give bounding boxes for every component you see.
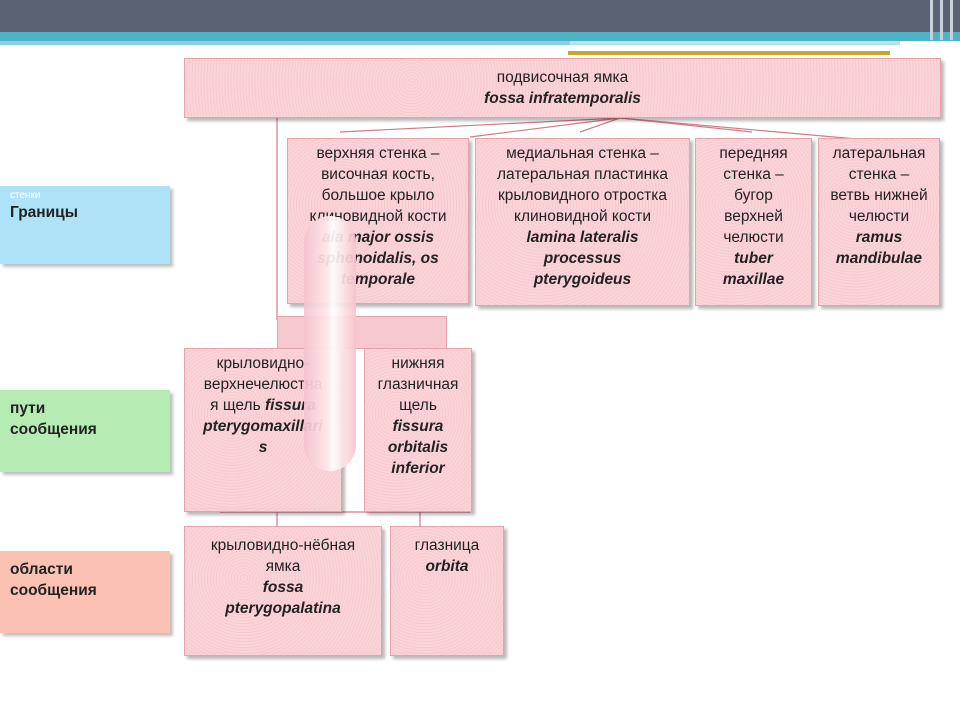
passage-2-lat: inferior [391, 460, 445, 477]
wall-medial-ru: медиальная стенка – [506, 145, 659, 162]
wall-medial-lat: processus [543, 250, 622, 267]
wall-medial-ru: латеральная пластинка [497, 166, 668, 183]
passage-1-lat: fissura [264, 397, 316, 414]
pterygopalatine-fossa-box: крыловидно-нёбная ямка fossa pterygopala… [184, 526, 382, 656]
header-bar [0, 0, 960, 32]
wall-lateral-lat: mandibulae [835, 250, 923, 267]
region-1-lat: pterygopalatina [225, 600, 341, 617]
wall-medial-lat: lamina lateralis [526, 229, 639, 246]
corner-decoration [930, 0, 933, 40]
wall-medial-box: медиальная стенка – латеральная пластинк… [475, 138, 690, 306]
wall-lateral-ru: челюсти [848, 208, 910, 225]
wall-upper-ru: верхняя стенка – [316, 145, 440, 162]
wall-anterior-ru: бугор [734, 187, 773, 204]
passage-1-lat: pterygomaxillari [203, 418, 323, 435]
areas-label-line: сообщения [10, 582, 97, 599]
wall-anterior-ru: стенка – [723, 166, 784, 183]
orbit-box: глазница orbita [390, 526, 504, 656]
corner-decoration [940, 0, 943, 40]
passage-2-lat: orbitalis [387, 439, 449, 456]
passage-1-ru: верхнечелюстна [203, 376, 323, 393]
passage-2-ru: нижняя [391, 355, 445, 372]
wall-upper-box: верхняя стенка – височная кость, большое… [287, 138, 469, 304]
corner-decoration [950, 0, 953, 40]
passage-2-ru: глазничная [377, 376, 459, 393]
top-box-ru: подвисочная ямка [496, 69, 629, 86]
region-1-ru: ямка [265, 558, 301, 575]
wall-anterior-lat: maxillae [722, 271, 785, 288]
wall-medial-ru: крыловидного отростка [498, 187, 667, 204]
passage-1-mixed: я щель fissura [185, 395, 341, 416]
wall-lateral-lat: ramus [855, 229, 903, 246]
paths-label-line: пути [10, 400, 46, 417]
region-2-ru: глазница [414, 537, 480, 554]
fossa-infratemporalis-box: подвисочная ямка fossa infratemporalis [184, 58, 941, 118]
wall-medial-lat: pterygoideus [533, 271, 632, 288]
wall-upper-ru: височная кость, [321, 166, 435, 183]
wall-lateral-ru: латеральная [832, 145, 926, 162]
top-box-lat: fossa infratemporalis [484, 90, 641, 107]
region-1-lat: fossa [262, 579, 304, 596]
header-light-stripe-right [570, 41, 900, 45]
paths-label: пути сообщения [0, 390, 170, 472]
wall-lateral-ru: ветвь нижней [830, 187, 928, 204]
areas-label-line: области [10, 561, 73, 578]
passage-2-lat: fissura [392, 418, 444, 435]
header-gold-line [568, 51, 890, 55]
passage-1-ru: я щель [210, 397, 261, 414]
header-light-stripe [0, 41, 570, 45]
wall-lateral-box: латеральная стенка – ветвь нижней челюст… [818, 138, 940, 306]
areas-label: области сообщения [0, 551, 170, 633]
wall-anterior-lat: tuber [734, 250, 773, 267]
wall-anterior-ru: верхней [724, 208, 783, 225]
wall-anterior-ru: передняя [719, 145, 788, 162]
wall-lateral-ru: стенка – [848, 166, 910, 183]
wall-upper-lat: temporale [340, 271, 416, 288]
region-1-ru: крыловидно-нёбная [210, 537, 356, 554]
region-2-lat: orbita [425, 558, 469, 575]
wall-medial-ru: клиновидной кости [513, 208, 651, 225]
wall-anterior-ru: челюсти [723, 229, 784, 246]
borders-label-text: Границы [10, 204, 78, 221]
borders-small-label: стенки [10, 190, 41, 201]
borders-label: стенки Границы [0, 186, 170, 264]
paths-label-line: сообщения [10, 421, 97, 438]
wall-anterior-box: передняя стенка – бугор верхней челюсти … [695, 138, 812, 306]
header-accent-stripe [0, 32, 960, 41]
passage-1-ru: крыловидно- [216, 355, 310, 372]
connector-bar [277, 316, 447, 349]
passage-2-ru: щель [399, 397, 437, 414]
wall-upper-ru: большое крыло [321, 187, 435, 204]
curved-arrow-decoration [304, 216, 356, 471]
inferior-orbital-fissure-box: нижняя глазничная щель fissura orbitalis… [364, 348, 472, 512]
passage-1-lat: s [258, 439, 268, 456]
